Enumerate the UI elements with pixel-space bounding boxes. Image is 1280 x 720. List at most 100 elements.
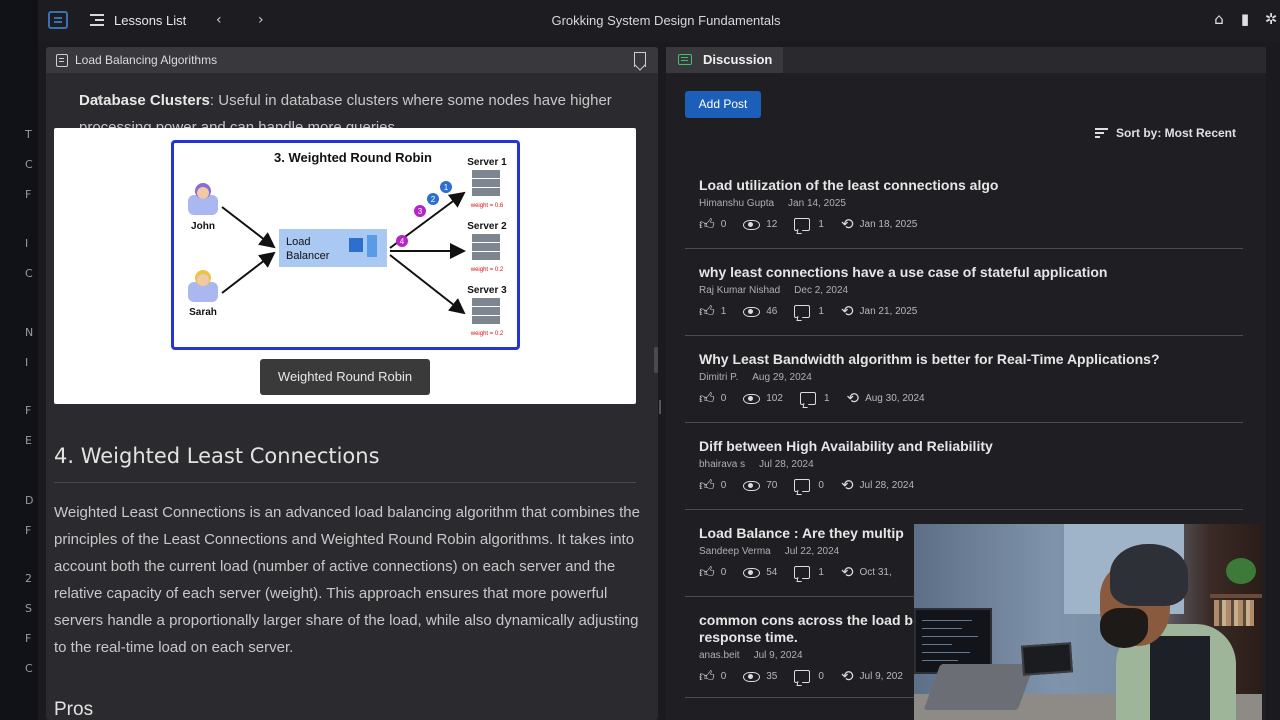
section-heading: 4. Weighted Least Connections xyxy=(54,444,380,468)
lesson-figure: 3. Weighted Round Robin John xyxy=(54,128,636,404)
history-icon: ⟲ xyxy=(840,667,854,685)
post-author: bhairava s xyxy=(699,459,746,470)
eye-icon xyxy=(743,671,761,682)
home-icon[interactable]: ⌂ xyxy=(1214,10,1224,28)
post-title-line2[interactable]: response time. xyxy=(699,629,798,645)
lesson-header: Load Balancing Algorithms xyxy=(46,47,658,73)
strip-letter: I xyxy=(25,237,29,250)
last-activity: Jul 28, 2024 xyxy=(859,480,915,491)
thumbs-up-icon[interactable]: 👍︎ xyxy=(699,476,715,494)
last-activity: Jan 18, 2025 xyxy=(859,219,918,230)
post-title[interactable]: Why Least Bandwidth algorithm is better … xyxy=(699,351,1160,367)
comment-count: 1 xyxy=(818,219,824,230)
post-meta: anas.beit Jul 9, 2024 xyxy=(699,650,803,661)
thumbs-up-icon[interactable]: 👍︎ xyxy=(699,563,715,581)
pane-resize-handle[interactable] xyxy=(659,400,661,414)
top-right-icons: ⌂ ▮ ✲ xyxy=(1210,10,1280,28)
post-title[interactable]: Load utilization of the least connection… xyxy=(699,177,999,193)
eye-icon xyxy=(743,480,761,491)
view-count: 12 xyxy=(766,219,778,230)
view-count: 35 xyxy=(766,671,778,682)
sort-icon xyxy=(1094,128,1108,138)
lessons-list-button[interactable]: Lessons List xyxy=(114,13,187,28)
view-count: 46 xyxy=(766,306,778,317)
post-author: Raj Kumar Nishad xyxy=(699,285,781,296)
post-meta: Himanshu Gupta Jan 14, 2025 xyxy=(699,198,846,209)
discussion-tab-label: Discussion xyxy=(703,52,773,67)
post-date: Jan 14, 2025 xyxy=(788,198,846,209)
thumbs-up-icon[interactable]: 👍︎ xyxy=(699,215,715,233)
client-john: John xyxy=(191,221,215,232)
eye-icon xyxy=(743,219,761,230)
chevron-left-icon[interactable]: ‹ xyxy=(216,12,222,28)
post-title[interactable]: why least connections have a use case of… xyxy=(699,264,1108,280)
user-icon xyxy=(188,183,218,215)
app-window: Lessons List ‹ › Grokking System Design … xyxy=(38,0,1280,720)
scrollbar-thumb[interactable] xyxy=(654,347,658,373)
last-activity: Aug 30, 2024 xyxy=(865,393,925,404)
request-number: 1 xyxy=(444,183,449,192)
background-app-strip: T C F I C N I F E D F 2 S F C xyxy=(0,0,38,720)
comment-icon xyxy=(794,218,811,231)
sort-dropdown[interactable]: Sort by: Most Recent xyxy=(1094,126,1236,140)
post-date: Aug 29, 2024 xyxy=(752,372,812,383)
settings-icon[interactable]: ✲ xyxy=(1264,10,1278,28)
post-author: Dimitri P. xyxy=(699,372,739,383)
webcam-overlay xyxy=(914,524,1262,720)
post-author: anas.beit xyxy=(699,650,740,661)
post-title[interactable]: Load Balance : Are they multip xyxy=(699,525,904,541)
balancer-label-line2: Balancer xyxy=(286,250,330,262)
comment-count: 1 xyxy=(818,567,824,578)
bookmarks-icon[interactable]: ▮ xyxy=(1240,10,1250,28)
request-number: 4 xyxy=(400,237,405,246)
history-icon: ⟲ xyxy=(846,389,860,407)
last-activity: Oct 31, xyxy=(859,567,892,578)
strip-letter: D xyxy=(25,494,34,507)
discussion-post[interactable]: Why Least Bandwidth algorithm is better … xyxy=(685,337,1243,423)
lessons-list-icon[interactable] xyxy=(90,14,104,26)
server-icon xyxy=(472,234,500,260)
eye-icon xyxy=(743,567,761,578)
discussion-post[interactable]: Diff between High Availability and Relia… xyxy=(685,424,1243,510)
thumbs-up-icon[interactable]: 👍︎ xyxy=(699,389,715,407)
bookmark-icon[interactable] xyxy=(634,52,646,67)
strip-letter: N xyxy=(25,326,34,339)
sort-label: Sort by: Most Recent xyxy=(1115,126,1236,140)
comment-icon xyxy=(794,566,811,579)
figure-caption: Weighted Round Robin xyxy=(260,359,430,395)
post-date: Jul 9, 2024 xyxy=(753,650,803,661)
chevron-right-icon[interactable]: › xyxy=(258,12,264,28)
top-bar: Lessons List ‹ › Grokking System Design … xyxy=(38,0,1280,42)
app-logo-icon[interactable] xyxy=(48,11,68,29)
comment-icon xyxy=(799,392,816,405)
strip-letter: C xyxy=(25,662,33,675)
thumbs-up-icon[interactable]: 👍︎ xyxy=(699,302,715,320)
thumbs-up-icon[interactable]: 👍︎ xyxy=(699,667,715,685)
like-count: 1 xyxy=(720,306,727,317)
post-title[interactable]: common cons across the load b xyxy=(699,612,913,628)
server-3-weight: weight = 0.2 xyxy=(470,331,504,337)
diagram-title: 3. Weighted Round Robin xyxy=(274,150,432,165)
pros-heading: Pros xyxy=(54,699,94,720)
like-count: 0 xyxy=(720,671,727,682)
post-date: Jul 28, 2024 xyxy=(759,459,814,470)
comment-count: 1 xyxy=(818,306,824,317)
tab-discussion[interactable]: Discussion xyxy=(666,47,783,73)
post-date: Jul 22, 2024 xyxy=(784,546,840,557)
post-title[interactable]: Diff between High Availability and Relia… xyxy=(699,438,993,454)
comment-count: 1 xyxy=(823,393,830,404)
comment-count: 0 xyxy=(818,671,824,682)
view-count: 102 xyxy=(766,393,783,404)
discussion-post[interactable]: Load utilization of the least connection… xyxy=(685,163,1243,249)
discussion-post[interactable]: why least connections have a use case of… xyxy=(685,250,1243,336)
view-count: 54 xyxy=(766,567,778,578)
post-author: Himanshu Gupta xyxy=(699,198,775,209)
post-meta: bhairava s Jul 28, 2024 xyxy=(699,459,814,470)
post-stats: 👍︎0 12 1 ⟲Jan 18, 2025 xyxy=(699,217,934,232)
heading-divider xyxy=(54,482,636,483)
eye-icon xyxy=(743,306,761,317)
add-post-button[interactable]: Add Post xyxy=(685,91,761,118)
lesson-content[interactable]: • Database Clusters: Useful in database … xyxy=(46,73,658,720)
post-stats: 👍︎0 35 0 ⟲Jul 9, 202 xyxy=(699,669,920,684)
